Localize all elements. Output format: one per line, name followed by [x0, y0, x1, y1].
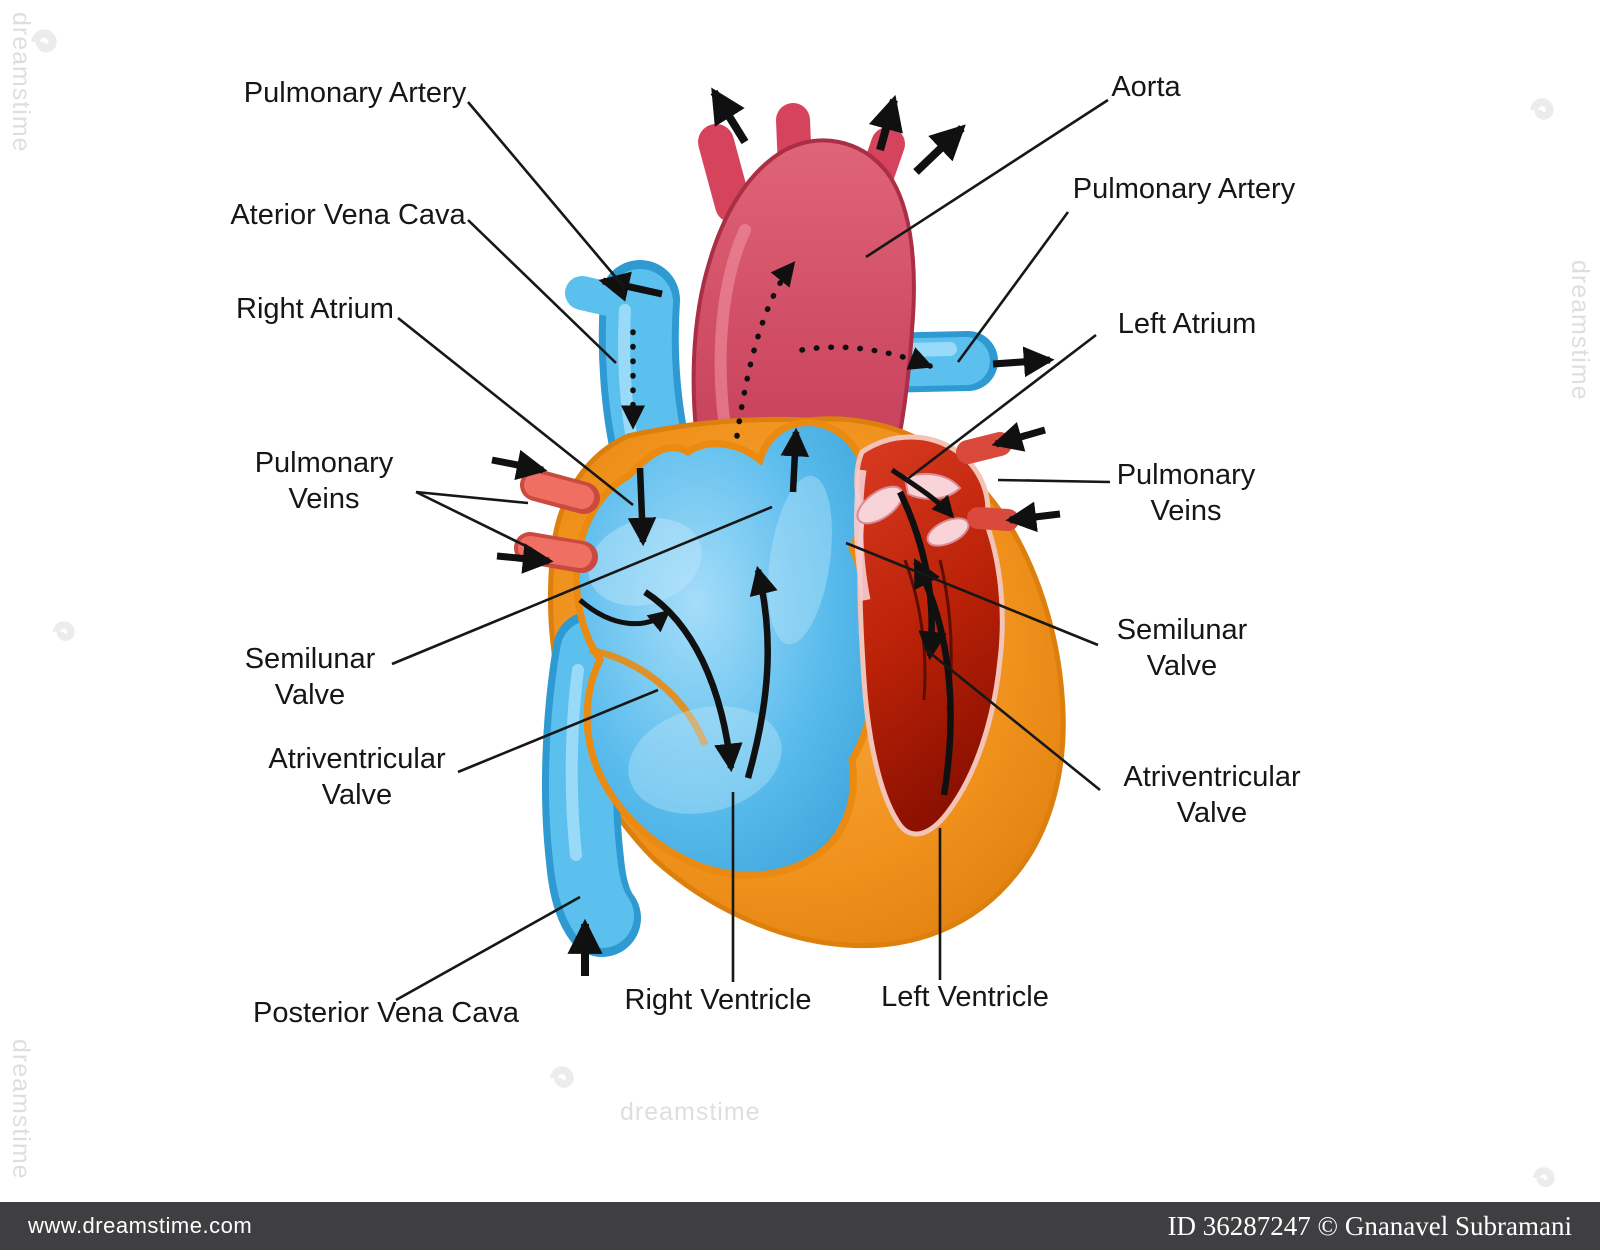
blood-flow-arrows: [491, 87, 1061, 976]
watermark-brand-bottom-left: dreamstime: [7, 1039, 35, 1180]
credit-bar: www.dreamstime.com ID 36287247 © Gnanave…: [0, 1202, 1600, 1250]
label-left-atrium: Left Atrium: [1117, 308, 1257, 340]
label-aorta: Aorta: [1111, 71, 1181, 103]
label-left-ventricle: Left Ventricle: [881, 981, 1049, 1013]
watermark-brand-top-left: dreamstime: [7, 12, 35, 153]
label-right-atrium: Right Atrium: [236, 293, 394, 325]
label-semilunar-valve-right: Semilunar Valve: [1116, 614, 1248, 682]
label-atriventricular-valve-right: Atriventricular Valve: [1123, 761, 1301, 829]
right-atrium-ventricle-shape: [572, 419, 879, 879]
watermark-url: www.dreamstime.com: [28, 1213, 253, 1238]
label-semilunar-valve-left: Semilunar Valve: [244, 643, 376, 711]
label-anterior-vena-cava: Aterior Vena Cava: [230, 199, 466, 231]
watermark-brand-right: dreamstime: [1566, 260, 1594, 401]
label-right-ventricle: Right Ventricle: [624, 984, 812, 1016]
leader-lines: [391, 98, 1111, 1002]
label-pulmonary-artery-left: Pulmonary Artery: [243, 77, 467, 109]
watermark-brand-bottom-center: dreamstime: [620, 1098, 761, 1126]
label-pulmonary-veins-left: Pulmonary Veins: [254, 447, 394, 515]
label-pulmonary-veins-right: Pulmonary Veins: [1116, 459, 1256, 527]
label-posterior-vena-cava: Posterior Vena Cava: [253, 997, 519, 1029]
label-pulmonary-artery-right: Pulmonary Artery: [1072, 173, 1296, 205]
image-credit: ID 36287247 © Gnanavel Subramani: [1167, 1210, 1572, 1241]
blood-flow-arrows-dotted: [620, 261, 934, 439]
label-atriventricular-valve-left: Atriventricular Valve: [268, 743, 446, 811]
